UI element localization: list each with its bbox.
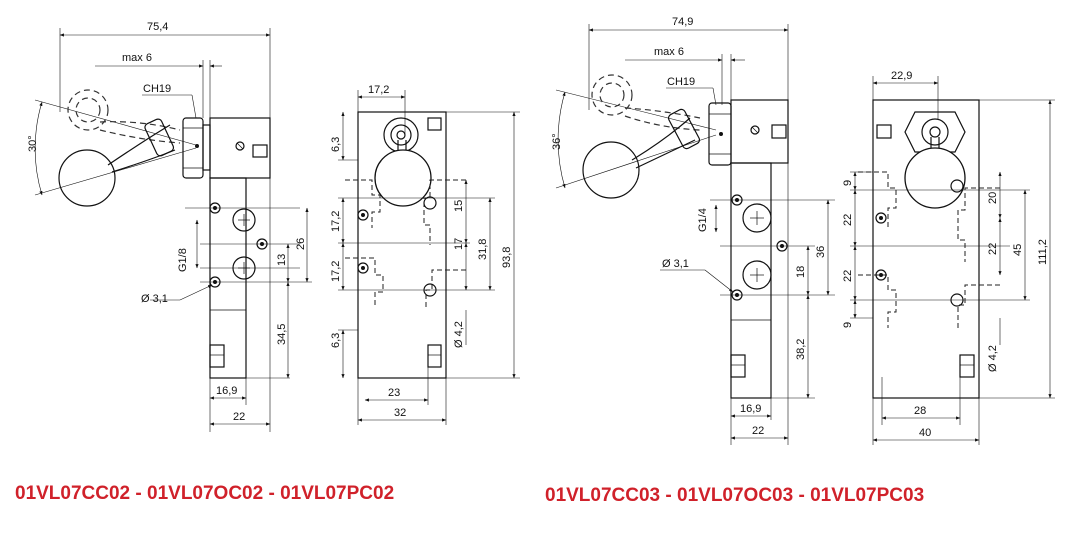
right-max6: max 6	[654, 46, 684, 58]
left-model-caption: 01VL07CC02 - 01VL07OC02 - 01VL07PC02	[15, 483, 395, 504]
right-dim-22-b: 22	[842, 270, 854, 282]
left-dim-23: 23	[388, 387, 400, 399]
left-dim-34-5: 34,5	[276, 324, 288, 345]
left-dim-32: 32	[394, 407, 406, 419]
left-hole-dia: Ø 3,1	[141, 293, 168, 305]
left-max6: max 6	[122, 52, 152, 64]
right-dim-40: 40	[919, 427, 931, 439]
right-dim-45: 45	[1012, 244, 1024, 256]
right-dim-18: 18	[795, 266, 807, 278]
left-dim-17-2-b: 17,2	[330, 261, 342, 282]
left-dim-top-17-2: 17,2	[368, 84, 389, 96]
right-thread: G1/4	[697, 208, 709, 232]
right-dim-16-9: 16,9	[740, 403, 761, 415]
left-dim-75-4: 75,4	[147, 21, 168, 33]
right-model-caption: 01VL07CC03 - 01VL07OC03 - 01VL07PC03	[545, 485, 925, 506]
right-dim-20: 20	[987, 192, 999, 204]
right-hole-dia-side: Ø 4,2	[987, 345, 999, 372]
left-hole-dia-side: Ø 4,2	[453, 321, 465, 348]
left-dim-93-8: 93,8	[501, 247, 513, 268]
left-ch19: CH19	[143, 83, 171, 95]
right-dim-36: 36	[815, 246, 827, 258]
left-dim-15: 15	[453, 200, 465, 212]
left-angle: 30°	[27, 135, 39, 152]
left-front-view: 17,2 6,3 17	[330, 84, 520, 425]
left-dim-17-2-a: 17,2	[330, 211, 342, 232]
right-dim-9-top: 9	[842, 180, 854, 186]
left-dim-6-3-top: 6,3	[330, 137, 342, 152]
right-dim-9-bot: 9	[842, 322, 854, 328]
right-dim-111-2: 111,2	[1037, 239, 1049, 265]
left-dim-22: 22	[233, 411, 245, 423]
left-thread: G1/8	[177, 248, 189, 272]
left-dim-6-3-bot: 6,3	[330, 333, 342, 348]
right-dim-top-22-9: 22,9	[891, 70, 912, 82]
left-dim-16-9: 16,9	[216, 385, 237, 397]
left-dim-13: 13	[276, 254, 288, 266]
right-angle: 36°	[551, 133, 563, 150]
right-dim-38-2: 38,2	[795, 339, 807, 360]
right-front-view: 22,9 9 22 22 9	[842, 70, 1055, 445]
right-dim-74-9: 74,9	[672, 16, 693, 28]
left-dim-26: 26	[295, 238, 307, 250]
right-ch19: CH19	[667, 76, 695, 88]
right-dim-22-a: 22	[842, 214, 854, 226]
right-dim-28: 28	[914, 405, 926, 417]
right-dim-22: 22	[752, 425, 764, 437]
left-dim-17: 17	[453, 238, 465, 250]
left-side-view: 75,4 max 6 CH19 30°	[27, 21, 312, 432]
right-hole-dia: Ø 3,1	[662, 258, 689, 270]
right-side-view: 74,9 max 6 CH19 36°	[551, 16, 835, 445]
left-dim-31-8: 31,8	[477, 239, 489, 260]
right-dim-22-c: 22	[987, 243, 999, 255]
